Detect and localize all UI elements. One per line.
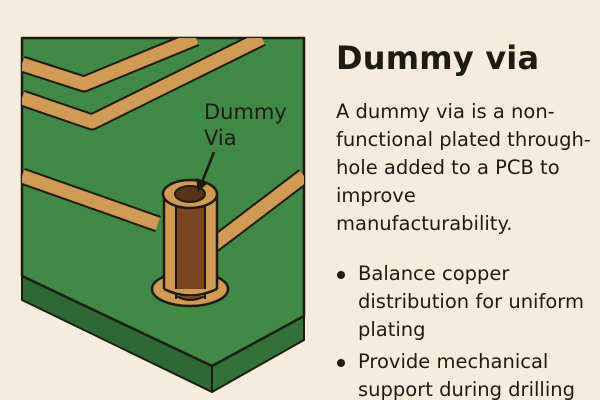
callout-arrow [196,151,216,192]
list-item: Balance copper distribution for uniform … [336,260,592,344]
list-item: Provide mechanical support during drilli… [336,348,592,400]
list-item-text: Balance copper distribution for uniform … [358,262,584,341]
callout-label-line1: Dummy [204,100,287,124]
info-panel: Dummy via A dummy via is a non-functiona… [336,38,592,400]
via-barrel [162,194,219,301]
panel-description: A dummy via is a non-functional plated t… [336,100,591,235]
pcb-diagram-svg: Dummy Via [20,36,306,393]
benefit-list: Balance copper distribution for uniform … [336,260,592,400]
via-hole [174,185,206,203]
copper-traces [22,38,304,253]
list-item-text: Provide mechanical support during drilli… [358,350,575,400]
panel-title: Dummy via [336,39,540,77]
callout-label-line2: Via [204,126,237,150]
pcb-illustration: Dummy Via [20,36,306,393]
bullet-icon [337,271,345,279]
bullet-icon [337,359,345,367]
